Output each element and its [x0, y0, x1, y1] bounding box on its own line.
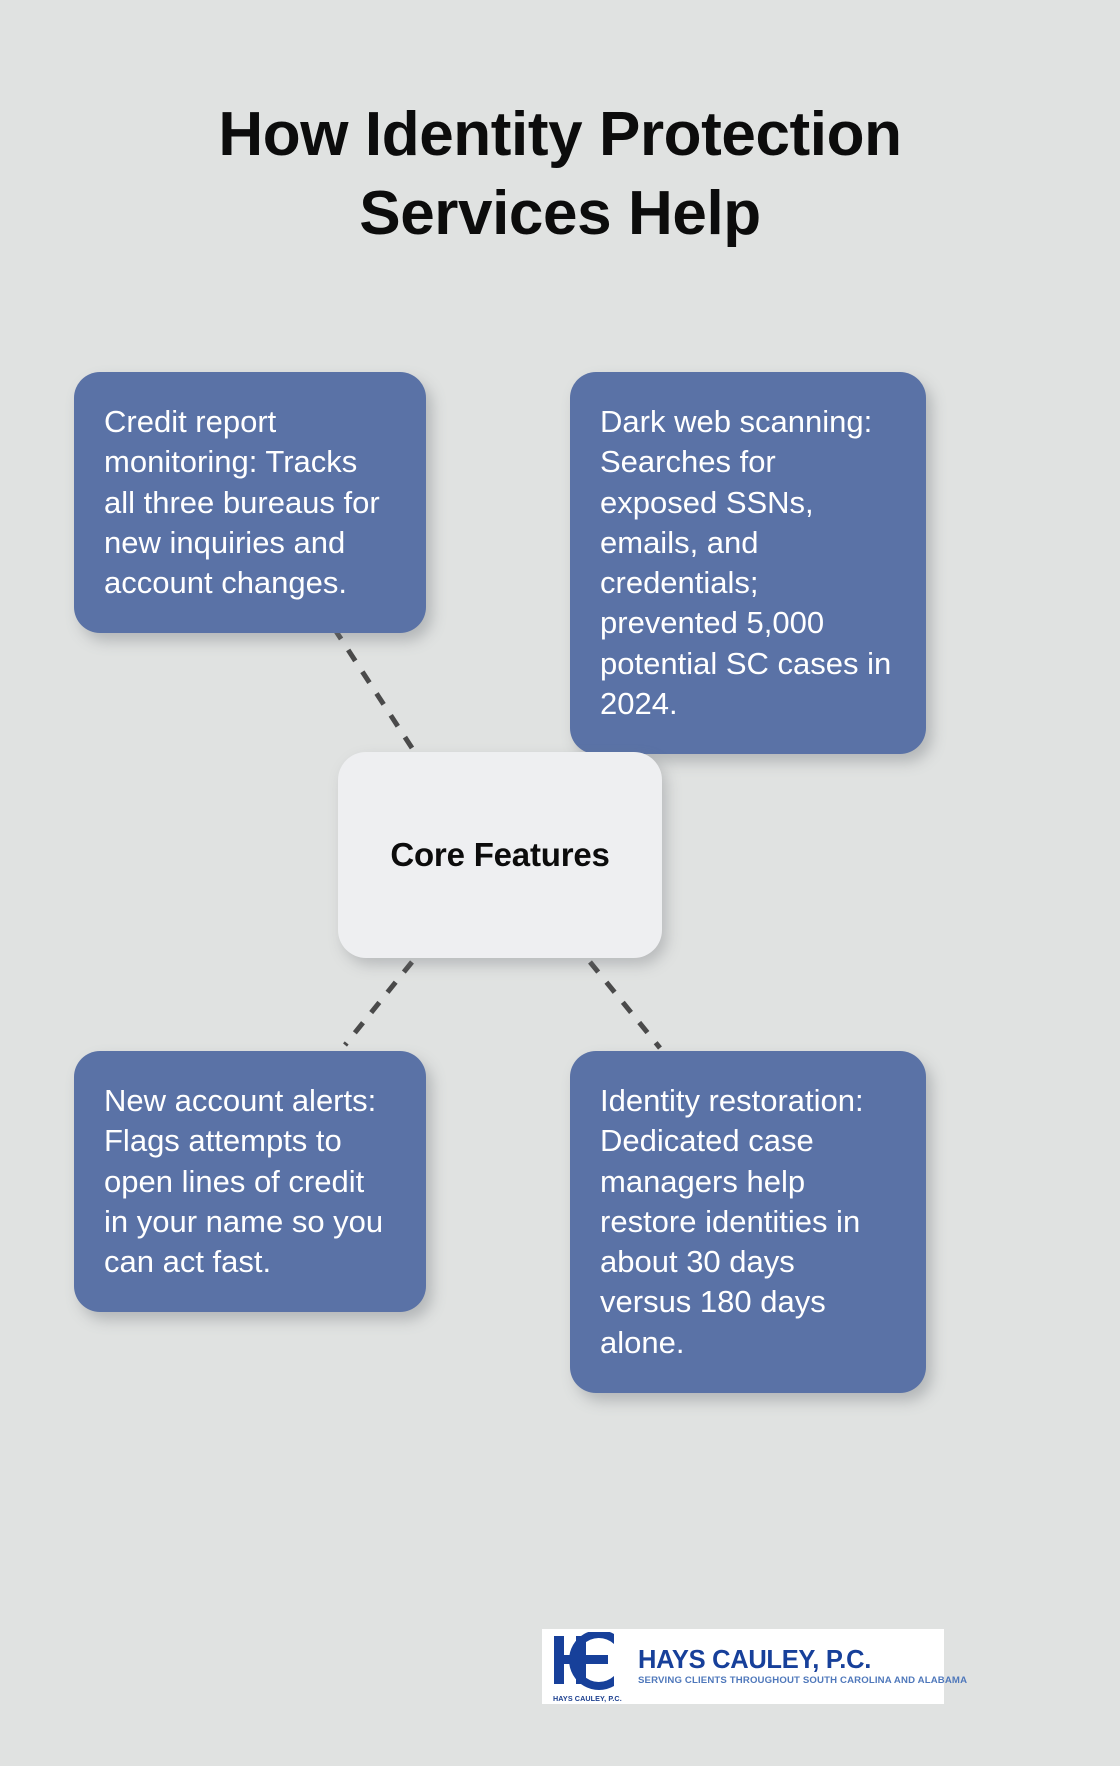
hc-monogram-icon: HAYS CAULEY, P.C.: [552, 1629, 630, 1703]
connector-hub-to-bottom-left: [343, 960, 414, 1047]
logo-text-block: HAYS CAULEY, P.C. SERVING CLIENTS THROUG…: [638, 1645, 968, 1687]
hub-label: Core Features: [390, 836, 610, 873]
feature-card-text: Credit report monitoring: Tracks all thr…: [104, 404, 380, 601]
feature-card-identity-restoration[interactable]: Identity restoration: Dedicated case man…: [570, 1051, 926, 1394]
connector-hub-to-top-left: [327, 620, 415, 750]
connector-hub-to-bottom-right: [588, 960, 662, 1050]
brand-logo[interactable]: HAYS CAULEY, P.C. HAYS CAULEY, P.C. SERV…: [542, 1629, 967, 1704]
page-title: How Identity Protection Services Help: [218, 100, 902, 249]
feature-card-dark-web-scanning[interactable]: Dark web scanning: Searches for exposed …: [570, 372, 926, 755]
hub-core-features[interactable]: Core Features: [338, 752, 662, 958]
feature-card-text: Identity restoration: Dedicated case man…: [600, 1083, 864, 1360]
feature-card-text: New account alerts: Flags attempts to op…: [104, 1083, 384, 1280]
feature-card-credit-report-monitoring[interactable]: Credit report monitoring: Tracks all thr…: [74, 372, 426, 634]
feature-card-new-account-alerts[interactable]: New account alerts: Flags attempts to op…: [74, 1051, 426, 1313]
logo-mark-caption: HAYS CAULEY, P.C.: [553, 1693, 622, 1703]
feature-card-text: Dark web scanning: Searches for exposed …: [600, 404, 892, 722]
logo-tagline: SERVING CLIENTS THROUGHOUT SOUTH CAROLIN…: [638, 1675, 968, 1687]
logo-firm-name: HAYS CAULEY, P.C.: [638, 1645, 871, 1674]
